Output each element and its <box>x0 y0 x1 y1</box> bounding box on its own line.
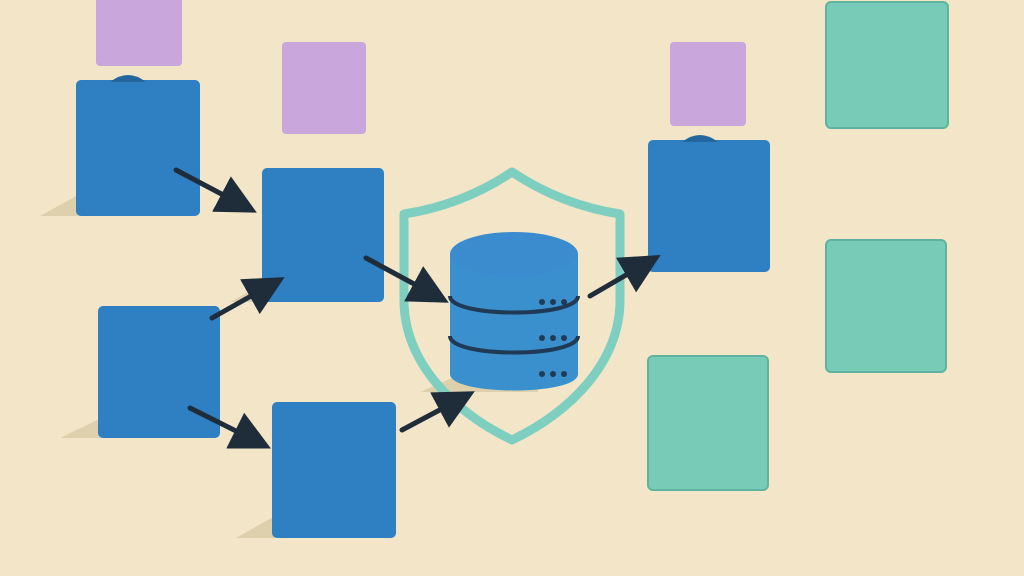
indicator-dot <box>550 299 556 305</box>
cube-middle-lower <box>272 402 396 538</box>
flow-arrows <box>173 167 661 449</box>
indicator-dot <box>550 335 556 341</box>
indicator-dot <box>539 299 545 305</box>
indicator-dot <box>561 371 567 377</box>
indicator-dot <box>561 335 567 341</box>
cube-middle-upper <box>262 168 384 302</box>
arrow-cube-bottom-left-to-cube-middle-upper <box>209 277 285 321</box>
cube-output <box>648 135 770 272</box>
cube-top-left <box>76 75 200 216</box>
teal-cube <box>647 355 769 491</box>
teal-cube <box>825 239 947 373</box>
indicator-dot <box>539 371 545 377</box>
database-icon <box>448 232 580 391</box>
shield-icon <box>399 167 625 445</box>
purple-cube <box>282 42 366 134</box>
indicator-dot <box>539 335 545 341</box>
arrow-cube-top-left-to-cube-middle-upper <box>173 167 257 213</box>
arrow-database-to-cube-output <box>587 254 661 299</box>
indicator-dot <box>561 299 567 305</box>
database-indicator-dots <box>539 299 567 377</box>
purple-cube <box>96 0 182 66</box>
arrow-cube-bottom-left-to-cube-middle-lower <box>187 405 271 449</box>
indicator-dot <box>550 371 556 377</box>
arrow-cube-middle-upper-to-database <box>363 255 449 303</box>
arrow-cube-middle-lower-to-database <box>399 391 475 433</box>
cube-bottom-left <box>98 306 220 438</box>
teal-cube <box>825 1 949 129</box>
purple-cube <box>670 42 746 126</box>
